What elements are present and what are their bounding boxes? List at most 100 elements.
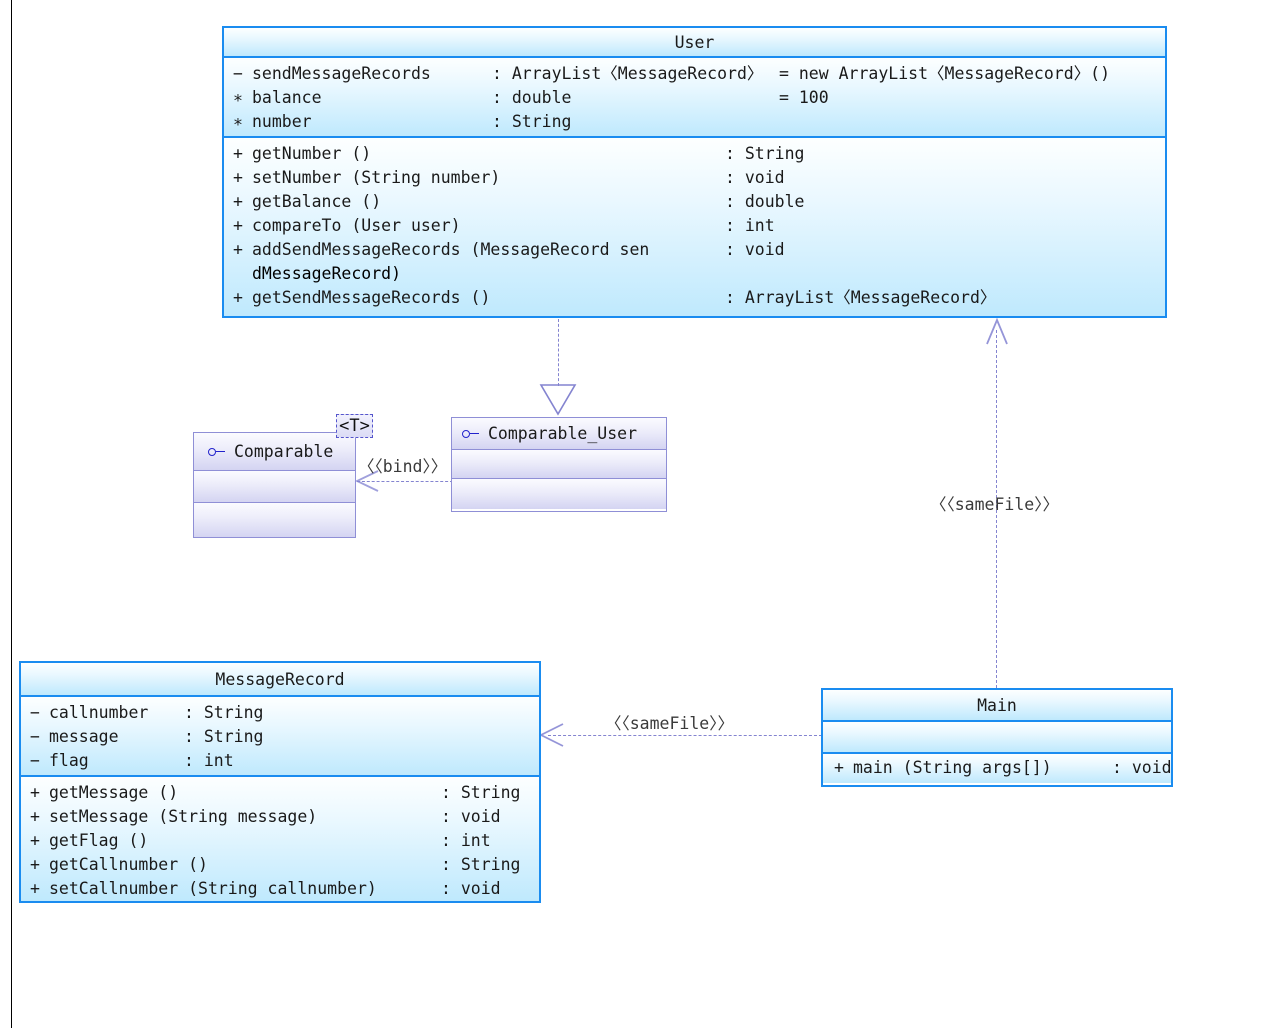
- attributes-compartment-messagerecord: − callnumber : String − message : String…: [21, 695, 539, 775]
- method-row: + setCallnumber (String callnumber) : vo…: [21, 877, 539, 901]
- samefile-vertical-label: 〈〈sameFile〉〉: [930, 495, 1059, 514]
- member-name: main (String args[]): [853, 758, 1052, 777]
- attribute-row: ∗ number : String: [224, 110, 1165, 134]
- visibility: +: [233, 144, 243, 163]
- class-box-messagerecord[interactable]: MessageRecord − callnumber : String − me…: [19, 661, 541, 903]
- samefile-horizontal-line: [548, 735, 822, 736]
- visibility: ∗: [233, 112, 243, 131]
- class-box-user[interactable]: User − sendMessageRecords : ArrayList〈Me…: [222, 26, 1167, 318]
- member-name: getCallnumber (): [49, 855, 208, 874]
- methods-compartment-user: + getNumber () : String + setNumber (Str…: [224, 136, 1165, 316]
- samefile-up-arrowhead-icon: [986, 317, 1008, 345]
- member-name: balance: [252, 88, 322, 107]
- method-row: + getNumber () : String: [224, 142, 1165, 166]
- method-row: + setMessage (String message) : void: [21, 805, 539, 829]
- visibility: +: [233, 168, 243, 187]
- member-name: sendMessageRecords: [252, 64, 431, 83]
- class-title-comparable: Comparable: [194, 433, 355, 470]
- visibility: +: [233, 192, 243, 211]
- member-type: : String: [725, 144, 805, 163]
- class-box-comparable-user[interactable]: Comparable_User: [451, 417, 667, 512]
- member-type: : ArrayList〈MessageRecord〉: [725, 288, 997, 307]
- member-name: getBalance (): [252, 192, 382, 211]
- attribute-row: − flag : int: [21, 749, 539, 773]
- interface-lollipop-icon: [462, 429, 479, 438]
- visibility: +: [30, 807, 40, 826]
- method-row: + addSendMessageRecords (MessageRecord s…: [224, 238, 1165, 262]
- member-type: : String: [492, 112, 572, 131]
- member-type: : double: [725, 192, 805, 211]
- visibility: −: [30, 751, 40, 770]
- class-box-comparable[interactable]: Comparable: [193, 432, 356, 538]
- methods-compartment-messagerecord: + getMessage () : String + setMessage (S…: [21, 775, 539, 901]
- member-type: : String: [441, 783, 521, 802]
- page-left-border: [11, 0, 12, 1028]
- methods-compartment-comparable: [194, 502, 355, 537]
- member-type: : void: [725, 168, 785, 187]
- methods-compartment-main: + main (String args[]) : void: [823, 752, 1172, 783]
- member-type: : double: [492, 88, 572, 107]
- class-box-main[interactable]: Main + main (String args[]) : void: [821, 688, 1173, 787]
- member-name: getFlag (): [49, 831, 149, 850]
- member-type: : void: [441, 807, 501, 826]
- visibility: +: [834, 758, 844, 777]
- interface-lollipop-icon: [208, 447, 225, 456]
- member-name: getMessage (): [49, 783, 179, 802]
- visibility: +: [30, 855, 40, 874]
- member-type: : int: [184, 751, 234, 770]
- member-name: callnumber: [49, 703, 149, 722]
- member-default: = 100: [779, 88, 829, 107]
- samefile-horizontal-label: 〈〈sameFile〉〉: [605, 714, 734, 733]
- method-row: + compareTo (User user) : int: [224, 214, 1165, 238]
- member-name: setMessage (String message): [49, 807, 318, 826]
- attributes-compartment-comparable-user: [452, 449, 666, 478]
- samefile-vertical-line: [996, 330, 997, 688]
- member-type: : String: [184, 727, 264, 746]
- bind-line: [357, 481, 453, 482]
- attribute-row: ∗ balance : double = 100: [224, 86, 1165, 110]
- visibility: +: [233, 216, 243, 235]
- attributes-compartment-main: [823, 720, 1171, 752]
- class-title-main: Main: [823, 690, 1171, 720]
- method-row: + setNumber (String number) : void: [224, 166, 1165, 190]
- member-name: message: [49, 727, 119, 746]
- member-type: : String: [441, 855, 521, 874]
- member-name: flag: [49, 751, 89, 770]
- attributes-compartment-user: − sendMessageRecords : ArrayList〈Message…: [224, 56, 1165, 136]
- member-type: : int: [441, 831, 491, 850]
- method-continuation: dMessageRecord): [252, 264, 402, 283]
- visibility: −: [30, 703, 40, 722]
- member-name: compareTo (User user): [252, 216, 461, 235]
- template-parameter-box: <T>: [336, 414, 373, 438]
- bind-label: 〈〈bind〉〉: [358, 457, 448, 476]
- method-row: + getFlag () : int: [21, 829, 539, 853]
- member-name: setCallnumber (String callnumber): [49, 879, 377, 898]
- method-row: + getBalance () : double: [224, 190, 1165, 214]
- class-title-messagerecord: MessageRecord: [21, 663, 539, 695]
- member-type: : void: [441, 879, 501, 898]
- member-type: : void: [725, 240, 785, 259]
- attributes-compartment-comparable: [194, 470, 355, 502]
- attribute-row: − callnumber : String: [21, 701, 539, 725]
- class-title-comparable-user: Comparable_User: [452, 418, 666, 449]
- visibility: ∗: [233, 88, 243, 107]
- attribute-row: − sendMessageRecords : ArrayList〈Message…: [224, 62, 1165, 86]
- visibility: +: [30, 879, 40, 898]
- member-default: = new ArrayList〈MessageRecord〉(): [779, 64, 1111, 83]
- class-title-user: User: [224, 28, 1165, 56]
- realization-arrowhead-icon: [539, 384, 577, 416]
- member-name: number: [252, 112, 312, 131]
- visibility: +: [233, 240, 243, 259]
- visibility: +: [233, 288, 243, 307]
- methods-compartment-comparable-user: [452, 478, 666, 509]
- member-name: getSendMessageRecords (): [252, 288, 491, 307]
- member-name: getNumber (): [252, 144, 372, 163]
- class-name-text: Comparable: [234, 442, 334, 461]
- visibility: −: [233, 64, 243, 83]
- realization-line: [558, 319, 559, 386]
- visibility: +: [30, 831, 40, 850]
- visibility: −: [30, 727, 40, 746]
- method-row: + getSendMessageRecords () : ArrayList〈M…: [224, 286, 1165, 310]
- method-row: + getCallnumber () : String: [21, 853, 539, 877]
- method-row: + getMessage () : String: [21, 781, 539, 805]
